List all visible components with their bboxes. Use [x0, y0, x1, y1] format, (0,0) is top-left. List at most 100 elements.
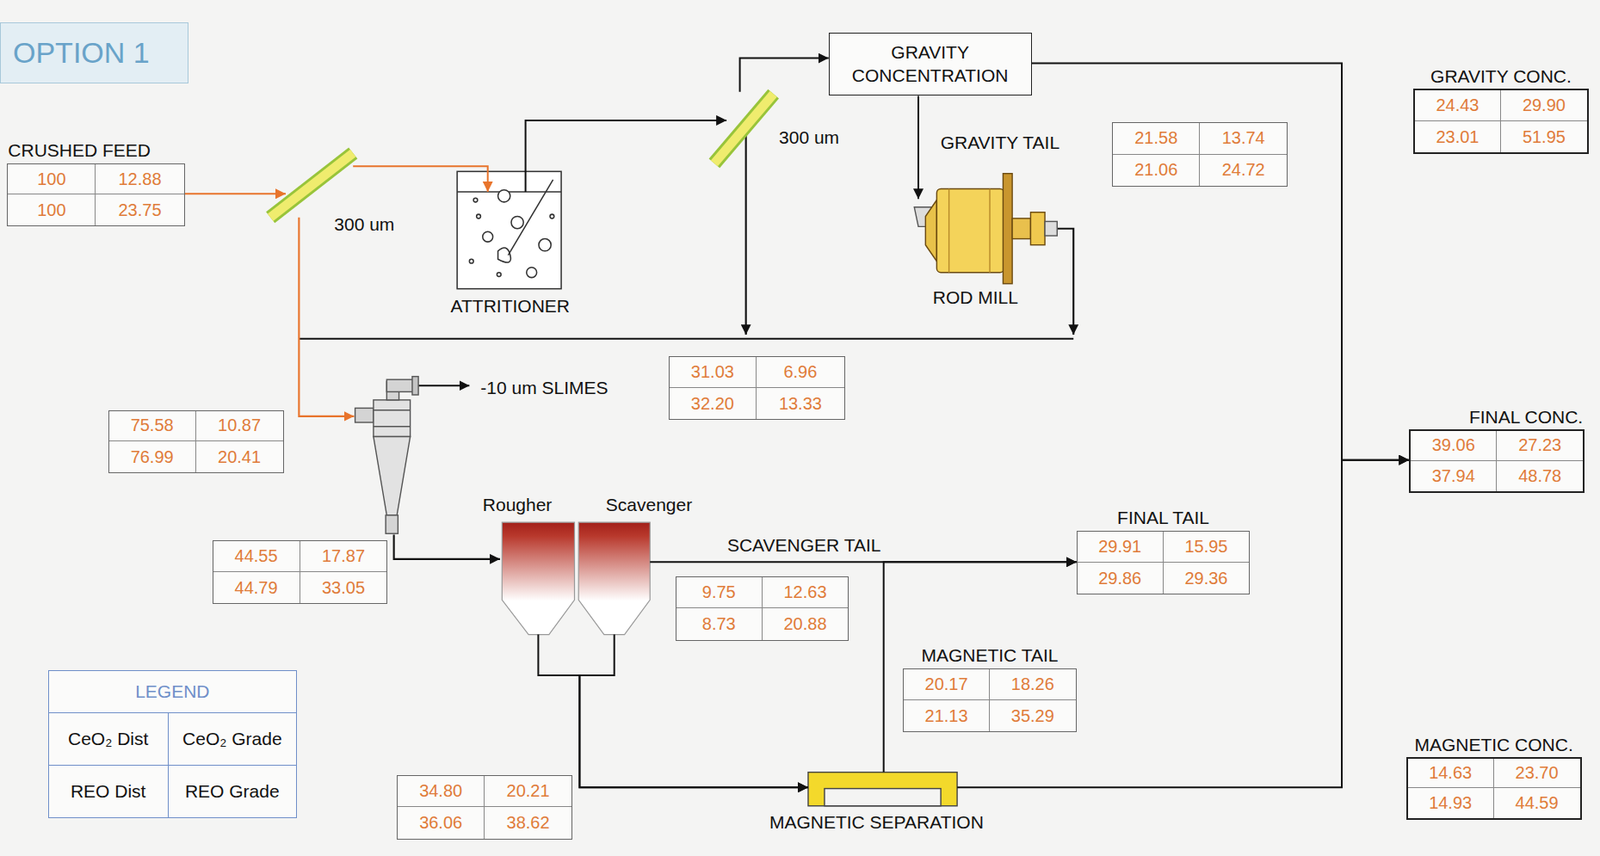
attritioner-tank [526, 267, 538, 278]
assay-value: 13.74 [1222, 128, 1266, 149]
table-cell: 14.93 [1408, 788, 1495, 819]
assay-value: 100 [37, 169, 66, 190]
layout-flow-lines [298, 130, 1074, 560]
table-cell: 33.05 [300, 572, 388, 604]
rod-mill-drawing [925, 200, 937, 262]
flotation-cells [501, 522, 650, 635]
table-cell: 15.95 [1163, 531, 1250, 563]
equipment-unit: ATTRITIONER [457, 191, 562, 290]
table-cell: 17.87 [300, 541, 388, 573]
table-cell: 9.75 [676, 577, 763, 609]
flow-arrow [917, 95, 920, 199]
assay-value: 44.79 [234, 578, 278, 599]
assay-table: -10 um SLIMES31.036.9632.2013.33 [668, 356, 846, 421]
table-cell: 31.03 [669, 357, 758, 389]
equipment-label: Scavenger [605, 494, 692, 516]
screen-deck [714, 93, 774, 164]
assay-value: 100 [37, 200, 66, 221]
attritioner-tank [457, 171, 562, 289]
table-cell: 27.23 [1496, 431, 1583, 462]
attritioner-tank [482, 231, 494, 242]
layout-flow-lines [394, 534, 501, 559]
attritioner-tank [538, 239, 551, 252]
legend-heading: LEGEND [135, 681, 210, 703]
screen-deck [270, 153, 353, 218]
table-cell: 48.78 [1496, 461, 1583, 492]
title-box: OPTION 1 [0, 22, 189, 84]
assay-value: 6.96 [783, 362, 817, 383]
assay-value: 31.03 [691, 362, 735, 383]
assay-value: 35.29 [1011, 706, 1055, 727]
assay-value: 29.90 [1522, 95, 1566, 116]
assay-value: 29.91 [1098, 537, 1142, 557]
stream-heading: GRAVITY CONC. [1430, 66, 1572, 87]
assay-value: 20.21 [506, 781, 550, 802]
process-box: GRAVITY CONCENTRATION [828, 32, 1032, 97]
layout-flow-lines [1056, 228, 1074, 335]
rod-mill-drawing [1012, 218, 1031, 240]
flow-arrow [1031, 63, 1410, 461]
assay-value: 17.87 [321, 546, 365, 567]
rod-mill-drawing [936, 188, 1004, 272]
attritioner-tank [469, 259, 474, 264]
assay-value: 29.36 [1184, 568, 1228, 589]
equipment-label: 300 um [333, 214, 395, 235]
assay-table: FINAL CONC.39.0627.2337.9448.78 [1408, 429, 1585, 494]
equipment-unit: Scavenger [578, 522, 650, 635]
table-cell: 14.63 [1408, 759, 1495, 790]
rod-mill-drawing [1002, 173, 1013, 285]
table-cell: 21.13 [903, 700, 990, 732]
assay-value: 21.58 [1134, 128, 1178, 149]
flow-arrow [537, 634, 809, 788]
legend-cell: REO Grade [168, 766, 297, 818]
assay-value: 38.62 [506, 813, 550, 834]
assay-value: 21.06 [1134, 160, 1178, 180]
attritioner-tank [498, 247, 512, 263]
magnet-drawing [808, 772, 958, 807]
assay-table: MAGNETIC TAIL20.1718.2621.1335.29 [902, 668, 1077, 734]
equipment-label: ATTRITIONER [450, 296, 570, 317]
stream-heading: FINAL CONC. [1469, 407, 1583, 428]
table-cell: 38.62 [484, 807, 572, 839]
assay-value: 21.13 [925, 706, 969, 727]
attritioner-tank [476, 214, 482, 219]
stream-heading: FINAL TAIL [1117, 507, 1210, 529]
assay-value: 20.17 [925, 674, 969, 695]
stream-heading: CRUSHED FEED [7, 140, 151, 161]
magnet-drawing [808, 772, 958, 807]
assay-value: 23.01 [1435, 127, 1479, 148]
rod-mill-drawing [988, 188, 990, 272]
table-cell: 32.20 [669, 388, 758, 420]
equipment-label: 300 um [778, 127, 840, 149]
flow-label: GRAVITY TAIL [938, 132, 1063, 154]
legend-text: CeO₂ Dist [67, 728, 149, 750]
rod-mill-drawing [948, 188, 950, 272]
legend-grid: CeO₂ DistCeO₂ GradeREO DistREO Grade [49, 713, 297, 817]
table-cell: 35.29 [989, 700, 1076, 732]
table-cell: 29.86 [1077, 562, 1164, 594]
assay-value: 75.58 [130, 415, 174, 436]
equipment-unit: 300 um [285, 151, 353, 219]
assay-value: 18.26 [1011, 674, 1055, 695]
attritioner-tank [507, 179, 553, 256]
legend-text: REO Grade [185, 781, 280, 803]
table-cell: 23.70 [1494, 759, 1581, 790]
assay-value: 39.06 [1432, 435, 1476, 456]
assay-value: 37.94 [1432, 466, 1476, 487]
assay-table: 9.7512.638.7320.88 [675, 576, 850, 642]
attritioner-tank [511, 216, 524, 229]
assay-value: 44.55 [234, 546, 278, 567]
table-cell: 100 [7, 194, 96, 226]
assay-table: 21.5813.7421.0624.72 [1111, 122, 1288, 187]
attritioner-tank [496, 272, 501, 278]
table-cell: 13.74 [1199, 123, 1287, 155]
table-cell: 10.87 [196, 411, 284, 443]
table-cell: 24.43 [1414, 90, 1502, 122]
hydrocyclone [412, 376, 419, 396]
assay-value: 44.59 [1515, 793, 1559, 814]
legend-cell: CeO₂ Dist [49, 713, 169, 766]
table-cell: 100 [7, 164, 96, 196]
attritioner-tank [457, 171, 562, 289]
assay-value: 14.63 [1428, 763, 1472, 784]
